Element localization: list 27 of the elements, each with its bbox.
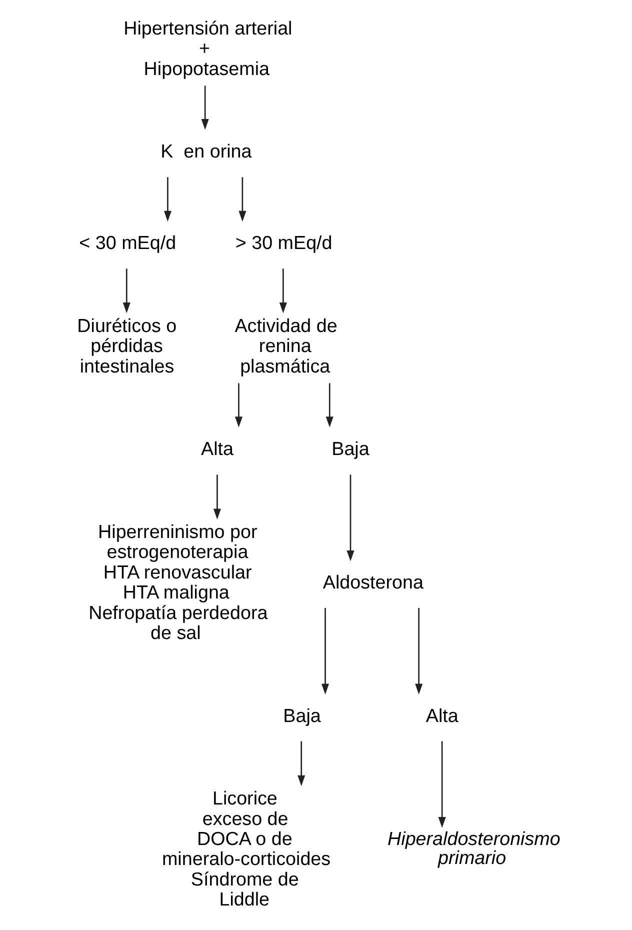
arrow <box>278 268 286 314</box>
node-text: Aldosterona <box>322 571 423 592</box>
arrow <box>200 86 208 130</box>
node-text: Baja <box>282 704 320 726</box>
node-text: Hiperaldosteronismo primario <box>387 828 560 868</box>
node-text: > 30 mEq/d <box>234 232 332 254</box>
node-text: Actividad de renina plasmática <box>234 314 337 376</box>
node-text: < 30 mEq/d <box>78 232 176 254</box>
node-text: Hipertensión arterial + Hipopotasemia <box>123 17 292 79</box>
node-text: Alta <box>425 704 458 726</box>
node-text: Alta <box>200 438 234 460</box>
node-text: Baja <box>331 438 369 460</box>
arrow <box>414 608 422 695</box>
arrow <box>325 383 333 428</box>
arrow <box>320 608 329 695</box>
node-text: K en orina <box>160 140 252 162</box>
arrow <box>122 268 130 314</box>
arrow <box>212 474 220 520</box>
arrow <box>234 383 242 428</box>
node-text: Licorice exceso de DOCA o de mineralo-corticoides Síndrome de Liddle <box>161 788 330 910</box>
arrow <box>346 474 354 562</box>
arrow <box>238 177 246 222</box>
node-text: Diuréticos o pérdidas intestinales <box>76 314 176 376</box>
arrow <box>163 177 171 222</box>
arrow <box>438 741 446 828</box>
arrow <box>297 741 305 786</box>
node-text: Hiperreninismo por estrogenoterapia HTA renovascular HTA maligna Nefropatía perdedora de sal <box>88 520 268 643</box>
